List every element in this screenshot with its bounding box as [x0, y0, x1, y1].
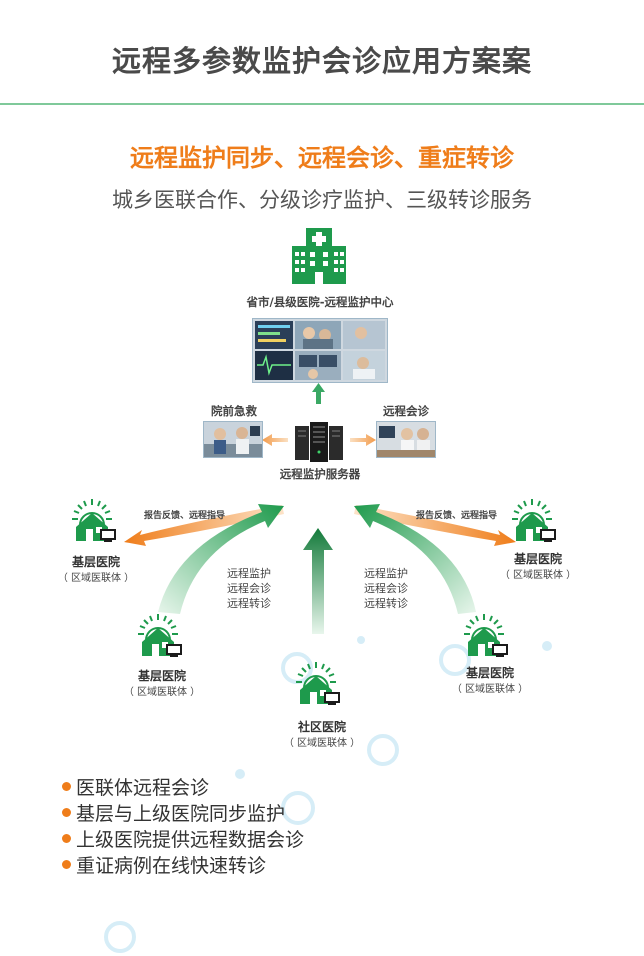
- flow-line: 远程监护: [364, 567, 408, 580]
- feature-item: 重证病例在线快速转诊: [62, 851, 304, 877]
- headline: 远程监护同步、远程会诊、重症转诊: [130, 144, 514, 172]
- arrow-to-prehospital: [262, 434, 288, 446]
- arrow-to-consultation: [350, 434, 376, 446]
- flow-text-left: 远程监护 远程会诊 远程转诊: [227, 566, 271, 611]
- node-sub-top-right: （ 区域医联体 ）: [499, 570, 577, 581]
- uplink-arrow-left: [158, 504, 284, 614]
- node-sub-mid-right: （ 区域医联体 ）: [451, 684, 529, 695]
- prehospital-photo: [203, 421, 263, 458]
- feature-text: 基层与上级医院同步监护: [76, 802, 286, 825]
- node-sub-top-left: （ 区域医联体 ）: [57, 573, 135, 584]
- node-name-mid-left: 基层医院: [137, 669, 186, 683]
- feature-text: 上级医院提供远程数据会诊: [76, 828, 305, 851]
- feature-item: 基层与上级医院同步监护: [62, 799, 304, 825]
- bullet-dot-icon: [62, 859, 71, 869]
- page-title: 远程多参数监护会诊应用方案案: [111, 44, 532, 78]
- clinic-house-icon: [294, 660, 346, 706]
- subheadline: 城乡医联合作、分级诊疗监护、三级转诊服务: [112, 188, 532, 212]
- feature-item: 医联体远程会诊: [62, 773, 304, 799]
- prehospital-label: 院前急救: [211, 404, 257, 418]
- uplink-arrow-right: [354, 504, 476, 614]
- node-sub-mid-left: （ 区域医联体 ）: [123, 687, 201, 698]
- uplink-arrow-center: [303, 528, 333, 634]
- feature-text: 重证病例在线快速转诊: [76, 854, 267, 877]
- bullet-dot-icon: [62, 833, 71, 843]
- consultation-label: 远程会诊: [383, 404, 429, 418]
- flow-line: 远程转诊: [227, 597, 271, 610]
- node-name-bottom: 社区医院: [297, 720, 346, 734]
- clinic-house-icon: [136, 612, 188, 658]
- feedback-arrow-right: [354, 505, 516, 546]
- node-name-top-right: 基层医院: [513, 552, 562, 566]
- feedback-arrow-left: [124, 505, 284, 546]
- title-divider: [0, 103, 644, 105]
- server-rack-icon: [295, 420, 343, 462]
- server-label: 远程监护服务器: [279, 467, 361, 481]
- monitoring-center-label: 省市/县级医院-远程监护中心: [246, 295, 394, 309]
- node-name-top-left: 基层医院: [71, 555, 120, 569]
- hospital-building-icon: [290, 228, 348, 284]
- flow-line: 远程会诊: [227, 582, 271, 595]
- flow-line: 远程监护: [227, 567, 271, 580]
- consultation-photo: [376, 421, 436, 458]
- feedback-label-right: 报告反馈、远程指导: [416, 511, 498, 521]
- feedback-label-left: 报告反馈、远程指导: [144, 511, 226, 521]
- monitoring-center-photo: [252, 318, 388, 383]
- feature-item: 上级医院提供远程数据会诊: [62, 825, 304, 851]
- clinic-house-icon: [70, 497, 122, 543]
- clinic-house-icon: [510, 497, 562, 543]
- flow-text-right: 远程监护 远程会诊 远程转诊: [364, 566, 408, 611]
- flow-line: 远程转诊: [364, 597, 408, 610]
- flow-line: 远程会诊: [364, 582, 408, 595]
- feature-list: 医联体远程会诊 基层与上级医院同步监护 上级医院提供远程数据会诊 重证病例在线快…: [62, 773, 304, 877]
- bullet-dot-icon: [62, 781, 71, 791]
- clinic-house-icon: [462, 612, 514, 658]
- node-name-mid-right: 基层医院: [465, 666, 514, 680]
- arrow-server-to-center: [316, 391, 321, 404]
- bullet-dot-icon: [62, 807, 71, 817]
- feature-text: 医联体远程会诊: [76, 776, 210, 799]
- node-sub-bottom: （ 区域医联体 ）: [283, 738, 361, 749]
